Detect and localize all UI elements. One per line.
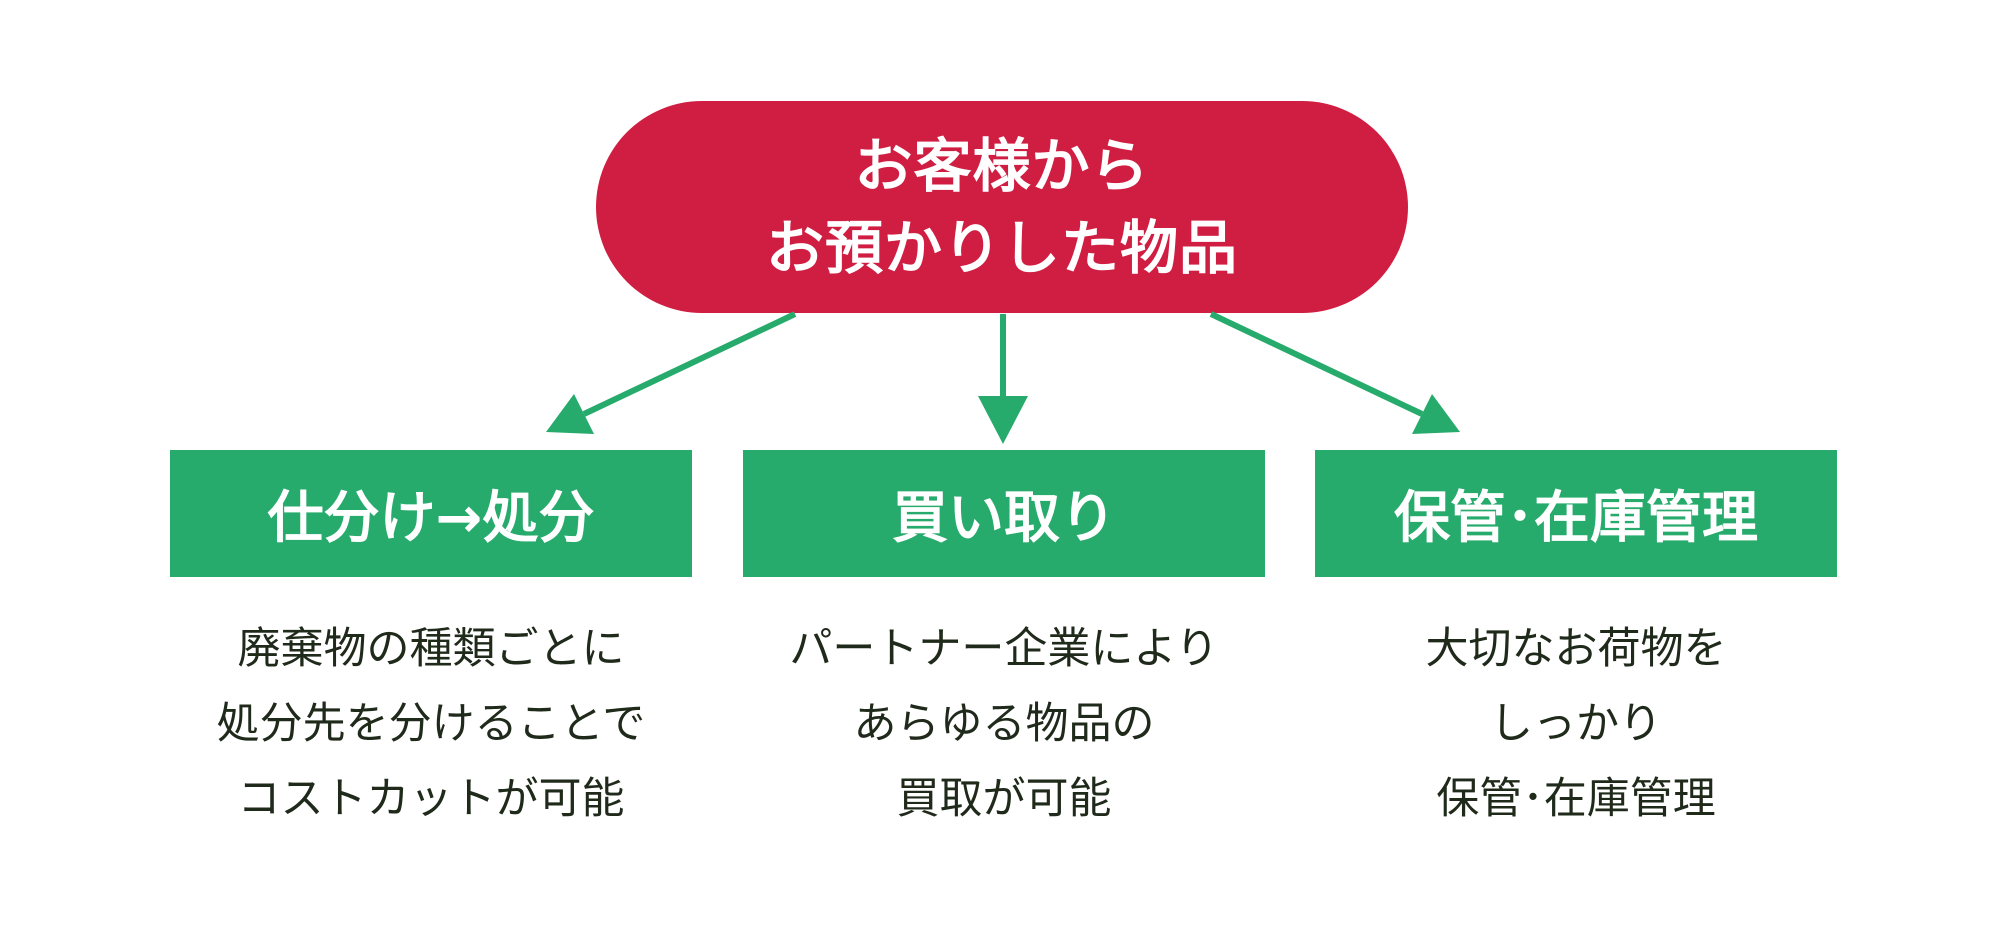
branch-title-purchase: 買い取り: [892, 486, 1116, 551]
description-line: パートナー企業により: [789, 624, 1219, 674]
root-label-line-1: お客様から: [854, 132, 1150, 200]
branch-title-storage: 保管･在庫管理: [1394, 486, 1758, 551]
description-line: 大切なお荷物を: [1425, 624, 1727, 674]
arrow-right-head: [1412, 394, 1460, 434]
description-line: 買取が可能: [896, 774, 1112, 824]
description-line: 廃棄物の種類ごとに: [237, 624, 625, 674]
root-node: お客様から お預かりした物品: [596, 101, 1408, 313]
branch-description-purchase: パートナー企業により あらゆる物品の 買取が可能: [724, 612, 1284, 837]
branch-box-purchase: 買い取り: [743, 450, 1265, 577]
arrow-right-shaft: [1209, 311, 1424, 417]
arrow-center-head: [978, 396, 1028, 444]
description-line: 保管･在庫管理: [1436, 774, 1716, 824]
description-line: コストカットが可能: [237, 774, 625, 824]
arrow-left-head: [546, 394, 594, 434]
branch-title-disposal: 仕分け→処分: [267, 486, 595, 551]
branch-box-disposal: 仕分け→処分: [170, 450, 692, 577]
description-line: しっかり: [1490, 699, 1662, 749]
arrow-left-shaft: [582, 311, 797, 417]
root-label-line-2: お預かりした物品: [765, 214, 1238, 282]
description-line: 処分先を分けることで: [216, 699, 646, 749]
branch-description-disposal: 廃棄物の種類ごとに 処分先を分けることで コストカットが可能: [151, 612, 711, 837]
description-line: あらゆる物品の: [853, 699, 1155, 749]
branch-box-storage: 保管･在庫管理: [1315, 450, 1837, 577]
branch-description-storage: 大切なお荷物を しっかり 保管･在庫管理: [1296, 612, 1856, 837]
